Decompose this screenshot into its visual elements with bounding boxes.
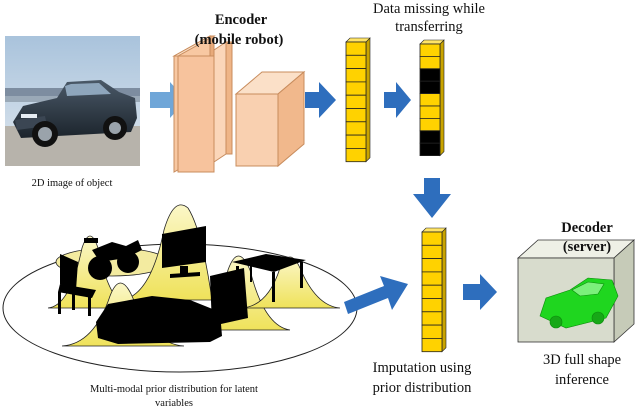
latent-vector-top (419, 39, 445, 45)
latent-cell-missing (419, 130, 441, 144)
chair-silhouette-icon (58, 254, 96, 316)
latent-cell (419, 118, 441, 132)
car-photo-drawing (5, 36, 140, 166)
latent-cell-missing (419, 80, 441, 94)
latent-cell (345, 147, 367, 163)
latent-cell (421, 258, 443, 273)
missing-label-line1: Data missing while (373, 1, 485, 17)
latent-cell (421, 271, 443, 286)
latent-cell (345, 134, 367, 149)
latent-cell (421, 284, 443, 299)
imputation-line2: prior distribution (372, 380, 472, 396)
latent-cell (345, 68, 367, 83)
decoder-subtitle: (server) (562, 239, 612, 255)
arrow-encoder-to-latent (305, 82, 336, 118)
voxel-car-icon (539, 277, 619, 329)
latent-vector-side (441, 227, 447, 353)
latent-cell (421, 231, 443, 246)
latent-cell-missing (419, 68, 441, 82)
inference-line2: inference (555, 372, 609, 388)
latent-cell (419, 56, 441, 70)
latent-cell (345, 41, 367, 56)
prior-caption-line2: variables (155, 398, 193, 409)
object-caption: 2D image of object (31, 178, 113, 189)
monitor-silhouette-icon (162, 226, 206, 278)
latent-cell (421, 311, 443, 326)
arrow-imputed-to-decoder (463, 274, 497, 310)
latent-vector-top (345, 37, 371, 43)
latent-cell (419, 93, 441, 107)
imputation-line1: Imputation using (372, 360, 472, 376)
latent-cell (345, 94, 367, 109)
latent-cell (345, 108, 367, 123)
decoder-title: Decoder (561, 220, 613, 236)
latent-vector-side (365, 37, 371, 163)
car-photo-image (5, 36, 140, 166)
latent-vector-missing (419, 39, 445, 157)
latent-vector-imputed (421, 227, 447, 353)
encoder-title: Encoder (214, 12, 268, 28)
latent-cell (419, 43, 441, 57)
latent-cell (345, 81, 367, 96)
latent-cell (345, 54, 367, 69)
latent-vector-side (439, 39, 445, 157)
arrow-prior-to-imputed (344, 276, 408, 314)
latent-cell (421, 337, 443, 353)
arrow-latent-to-missing (384, 82, 411, 118)
missing-label-line2: transferring (395, 19, 463, 35)
latent-cell (421, 244, 443, 260)
prior-caption-line1: Multi-modal prior distribution for laten… (90, 384, 258, 395)
encoder-block-icon (172, 35, 306, 173)
latent-cell (421, 324, 443, 339)
latent-cell (345, 121, 367, 136)
arrow-missing-to-imputed (413, 178, 451, 218)
motorbike-silhouette-icon (84, 238, 142, 280)
inference-line1: 3D full shape (542, 352, 622, 368)
encoder-subtitle: (mobile robot) (194, 32, 284, 48)
latent-vector-encoded (345, 37, 371, 163)
latent-cell-missing (419, 142, 441, 156)
latent-cell (419, 105, 441, 119)
latent-cell (421, 298, 443, 313)
latent-vector-top (421, 227, 447, 233)
car-silhouette-icon (96, 268, 248, 344)
